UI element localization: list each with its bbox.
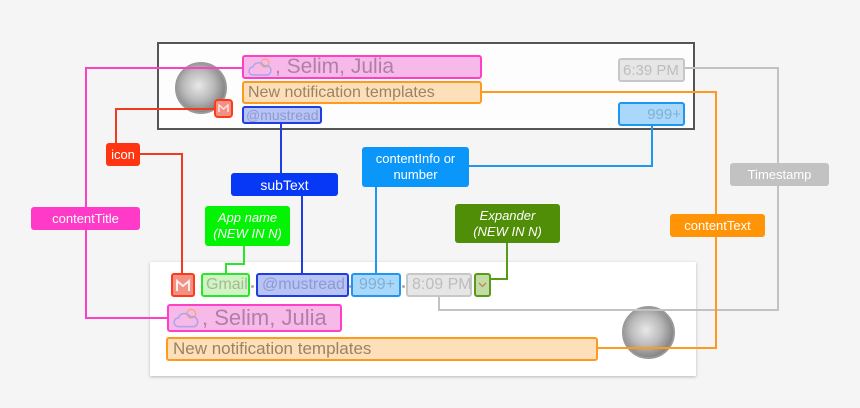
- separator-dot: [402, 285, 405, 288]
- separator-dot: [349, 285, 352, 288]
- label-icon: icon: [106, 143, 140, 166]
- app-name-value: Gmail: [206, 276, 248, 293]
- label-icon-text: icon: [111, 146, 135, 162]
- connector-icon-bottom: [139, 153, 183, 273]
- top-gmail-icon: [214, 99, 233, 118]
- top-timestamp: 6:39 PM: [618, 58, 685, 82]
- top-text-value: New notification templates: [248, 83, 435, 101]
- bottom-content-text: New notification templates: [166, 337, 598, 361]
- connector-timestamp-top: [685, 67, 779, 163]
- bottom-subtext: @mustread: [256, 273, 349, 297]
- top-content-title: , Selim, Julia: [242, 55, 482, 79]
- expander-button[interactable]: [474, 273, 491, 297]
- gmail-icon: [218, 104, 229, 112]
- bottom-text-value: New notification templates: [173, 339, 372, 358]
- label-content-text-text: contentText: [684, 217, 751, 233]
- top-content-text: New notification templates: [242, 81, 482, 104]
- top-subtext: @mustread: [242, 106, 322, 124]
- bottom-content-info: 999+: [351, 273, 401, 297]
- gmail-icon: [176, 278, 190, 291]
- chevron-down-icon: [478, 282, 487, 288]
- label-content-title: contentTitle: [31, 207, 140, 230]
- label-expander: Expander (NEW IN N): [455, 204, 560, 243]
- weather-cloud-sun-icon: [173, 308, 199, 328]
- bottom-content-title: , Selim, Julia: [167, 304, 342, 332]
- top-subtext-value: @mustread: [246, 107, 319, 123]
- label-app-name-line1: App name: [217, 210, 278, 225]
- bottom-info-value: 999+: [358, 276, 395, 293]
- label-timestamp-text: Timestamp: [747, 166, 812, 182]
- label-expander-line1: Expander: [479, 207, 536, 223]
- weather-cloud-sun-icon: [248, 58, 272, 76]
- label-app-name-line2: (NEW IN N): [213, 226, 282, 241]
- separator-dot: [251, 285, 254, 288]
- bottom-subtext-value: @mustread: [262, 276, 345, 293]
- label-timestamp: Timestamp: [730, 163, 829, 186]
- label-subtext-text: subText: [260, 176, 309, 193]
- bottom-gmail-icon: [171, 273, 195, 297]
- label-app-name: App name (NEW IN N): [205, 206, 290, 246]
- bottom-app-name: Gmail: [201, 273, 250, 297]
- label-expander-line2: (NEW IN N): [473, 223, 542, 239]
- label-content-title-text: contentTitle: [52, 210, 119, 226]
- top-info-value: 999+: [647, 105, 681, 123]
- bottom-timestamp: 8:09 PM: [406, 273, 472, 297]
- label-content-info-line2: number: [393, 167, 438, 182]
- label-content-text: contentText: [670, 214, 765, 237]
- connector-content-info-top: [468, 126, 653, 167]
- bottom-timestamp-value: 8:09 PM: [412, 276, 472, 293]
- bottom-avatar: [622, 306, 675, 359]
- bottom-title-text: , Selim, Julia: [202, 305, 327, 330]
- label-content-info: contentInfo or number: [362, 147, 469, 187]
- top-title-text: , Selim, Julia: [275, 55, 395, 78]
- label-content-info-line1: contentInfo or: [375, 151, 456, 166]
- top-content-info: 999+: [618, 102, 685, 126]
- top-timestamp-value: 6:39 PM: [623, 61, 679, 79]
- label-subtext: subText: [231, 173, 338, 196]
